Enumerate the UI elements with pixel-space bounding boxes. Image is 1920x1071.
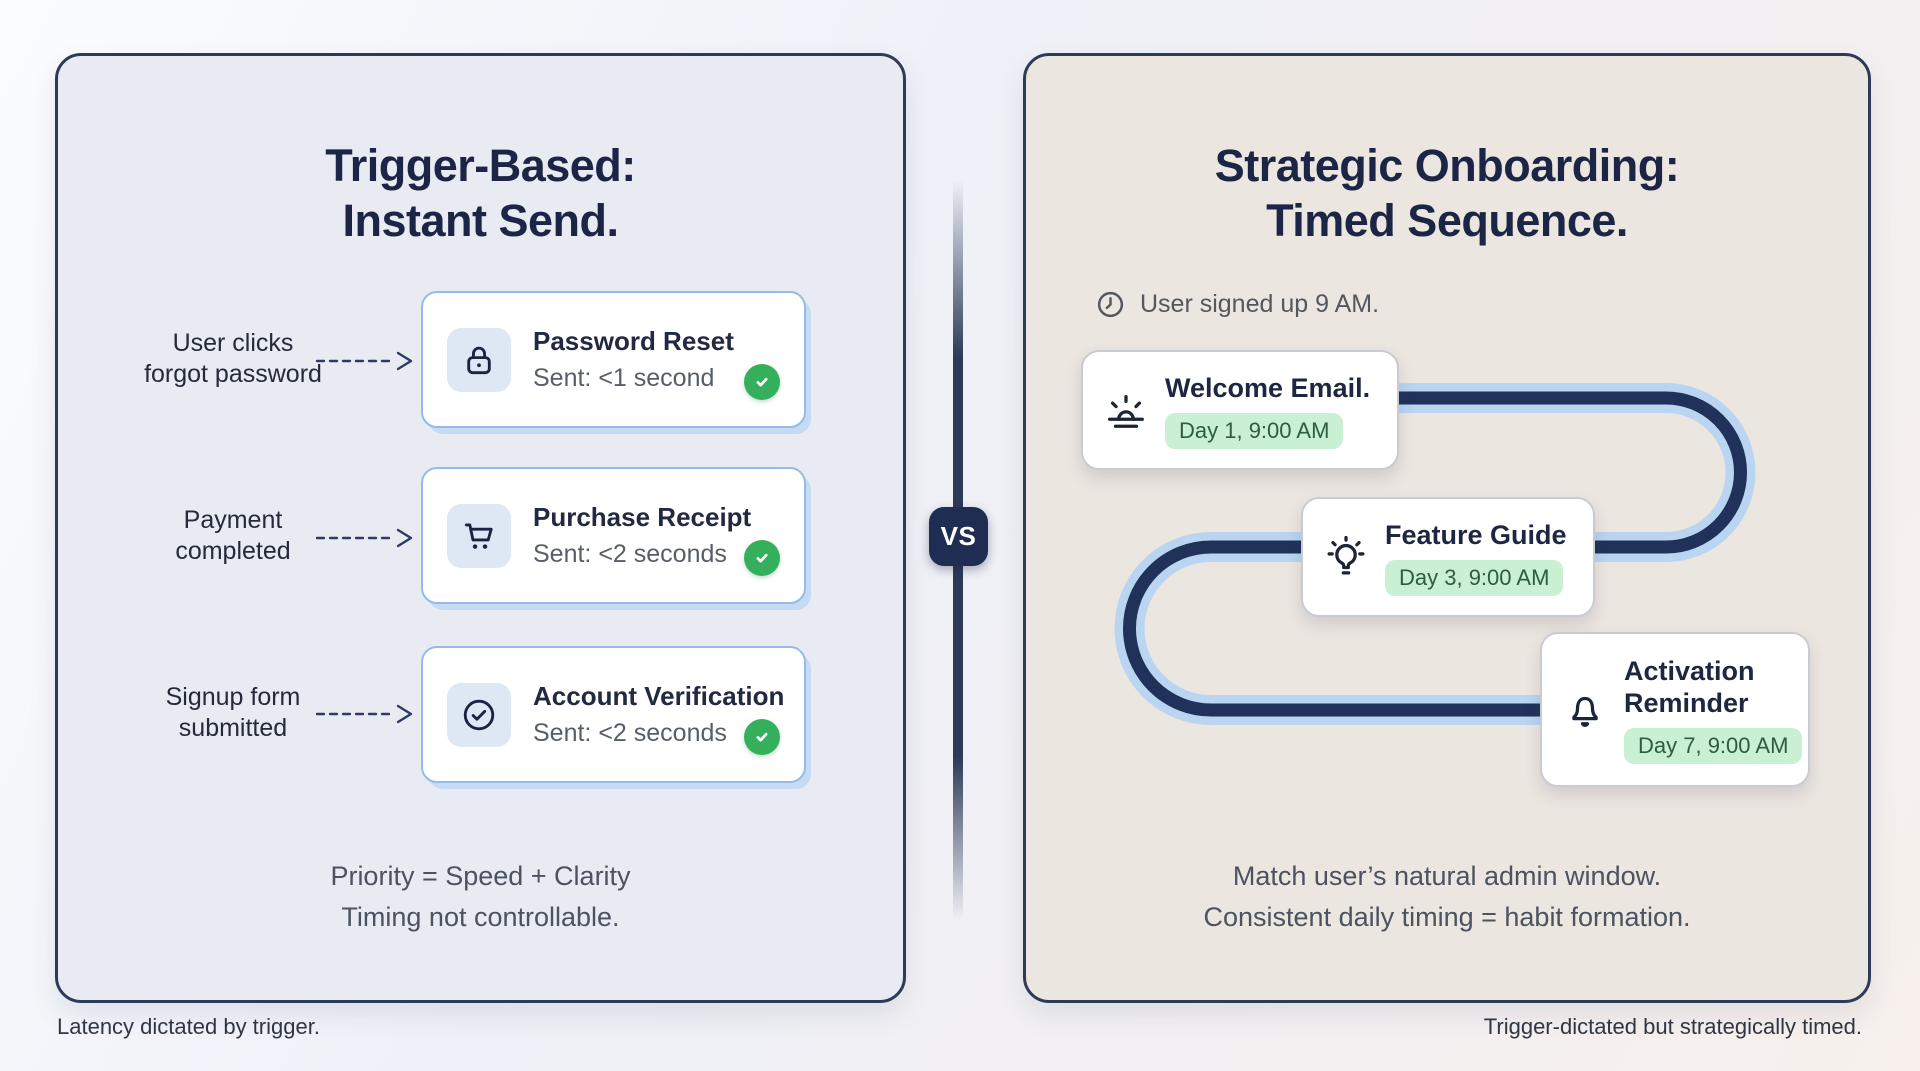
trigger-label-line: forgot password <box>144 360 322 388</box>
dashed-arrow-icon <box>314 525 418 551</box>
step-title: Feature Guide <box>1385 519 1567 550</box>
signup-note: User signed up 9 AM. <box>1095 289 1379 320</box>
step-feature-guide: Feature Guide Day 3, 9:00 AM <box>1301 497 1595 617</box>
day-badge: Day 3, 9:00 AM <box>1385 559 1564 596</box>
signup-note-text: User signed up 9 AM. <box>1140 290 1380 318</box>
dashed-arrow-icon <box>314 348 418 374</box>
circle-check-icon <box>447 682 511 747</box>
trigger-label-payment: Payment completed <box>103 505 363 567</box>
right-title-line2: Timed Sequence. <box>1266 195 1628 246</box>
card-status: Sent: <1 second <box>533 364 715 392</box>
left-footer-line1: Priority = Speed + Clarity <box>330 861 631 891</box>
success-check-icon <box>744 364 780 400</box>
right-panel-title: Strategic Onboarding: Timed Sequence. <box>1026 138 1868 248</box>
trigger-label-line: User clicks <box>172 329 294 357</box>
trigger-label-line: submitted <box>178 714 288 742</box>
trigger-label-line: completed <box>175 537 291 565</box>
clock-icon <box>1097 291 1124 318</box>
trigger-based-panel: Trigger-Based: Instant Send. User clicks… <box>55 53 906 1003</box>
day-badge: Day 1, 9:00 AM <box>1165 412 1344 449</box>
step-welcome-email: Welcome Email. Day 1, 9:00 AM <box>1081 350 1399 470</box>
right-panel-footer: Match user’s natural admin window. Consi… <box>1026 856 1868 938</box>
left-panel-title: Trigger-Based: Instant Send. <box>58 138 903 248</box>
left-title-line2: Instant Send. <box>342 195 619 246</box>
trigger-label-line: Payment <box>183 506 283 534</box>
card-purchase-receipt: Purchase Receipt Sent: <2 seconds <box>421 467 806 604</box>
trigger-label-signup: Signup form submitted <box>103 682 363 744</box>
caption-left: Latency dictated by trigger. <box>57 1014 320 1039</box>
right-footer-line1: Match user’s natural admin window. <box>1232 861 1662 891</box>
dashed-arrow-icon <box>314 701 418 727</box>
lock-icon <box>447 327 511 392</box>
left-title-line1: Trigger-Based: <box>325 140 636 191</box>
step-title: Welcome Email. <box>1165 372 1371 403</box>
success-check-icon <box>744 719 780 755</box>
card-status: Sent: <2 seconds <box>533 540 727 568</box>
cart-icon <box>447 503 511 568</box>
left-footer-line2: Timing not controllable. <box>341 902 620 932</box>
caption-right: Trigger-dictated but strategically timed… <box>1483 1014 1862 1039</box>
success-check-icon <box>744 540 780 576</box>
right-footer-line2: Consistent daily timing = habit formatio… <box>1203 902 1691 932</box>
card-status: Sent: <2 seconds <box>533 719 727 747</box>
card-password-reset: Password Reset Sent: <1 second <box>421 291 806 428</box>
day-badge: Day 7, 9:00 AM <box>1624 728 1803 764</box>
step-title: Activation Reminder <box>1624 656 1755 718</box>
card-title: Account Verification <box>533 681 785 711</box>
bell-icon <box>1572 696 1598 727</box>
sunrise-icon <box>1108 394 1144 428</box>
lightbulb-icon <box>1327 535 1365 575</box>
trigger-label-line: Signup form <box>165 683 301 711</box>
step-activation-reminder: Activation Reminder Day 7, 9:00 AM <box>1540 632 1810 787</box>
strategic-onboarding-panel: Strategic Onboarding: Timed Sequence. Us… <box>1023 53 1871 1003</box>
trigger-label-forgot-password: User clicks forgot password <box>103 328 363 390</box>
right-title-line1: Strategic Onboarding: <box>1214 140 1680 191</box>
card-account-verification: Account Verification Sent: <2 seconds <box>421 646 806 783</box>
vs-badge: VS <box>929 507 988 566</box>
left-panel-footer: Priority = Speed + Clarity Timing not co… <box>58 856 903 938</box>
card-title: Password Reset <box>533 326 734 356</box>
card-title: Purchase Receipt <box>533 502 752 532</box>
